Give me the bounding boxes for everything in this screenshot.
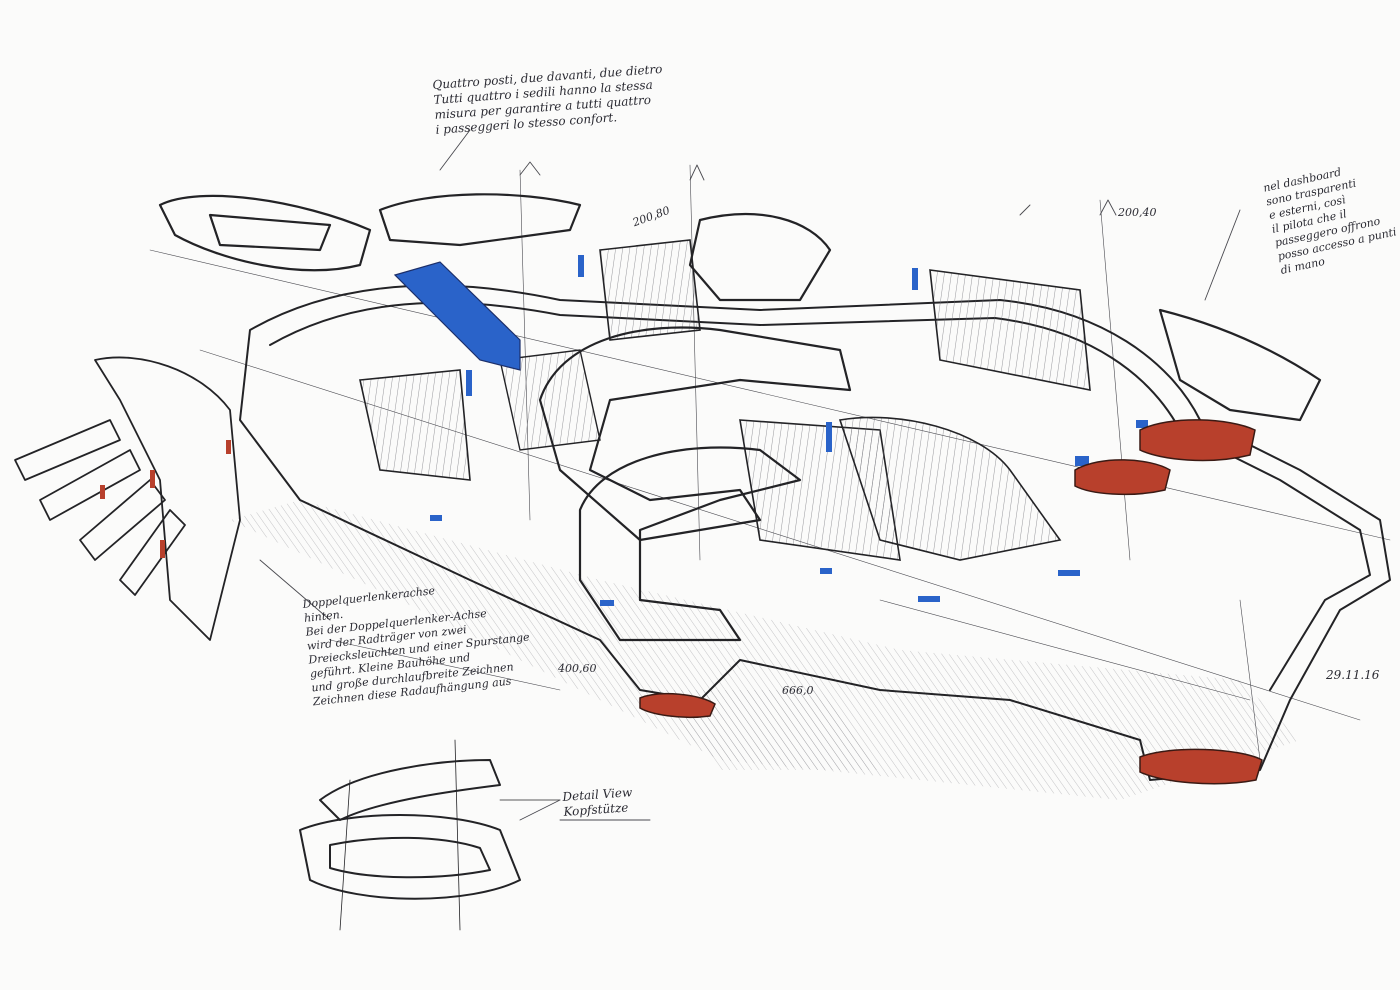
structural-loops <box>158 193 1322 642</box>
note-suspension-german: Doppelquerlenkerachse hinten. Bei der Do… <box>302 584 531 709</box>
date-label: 29.11.16 <box>1326 668 1380 682</box>
leader-lines <box>259 129 1241 821</box>
blue-accents <box>393 255 1148 606</box>
note-detail-view: Detail View Kopfstütze <box>562 785 633 819</box>
detail-view-sketch <box>299 739 561 931</box>
rear-exhaust-cluster <box>14 356 241 641</box>
dimension-arrows <box>519 161 1117 216</box>
dimension-label-d1: 400,60 <box>558 662 597 675</box>
red-accents <box>100 419 1263 785</box>
glass-panels <box>359 239 1091 561</box>
dimension-label-d3: 200,40 <box>1118 206 1157 219</box>
dimension-label-d2: 666,0 <box>782 684 814 697</box>
